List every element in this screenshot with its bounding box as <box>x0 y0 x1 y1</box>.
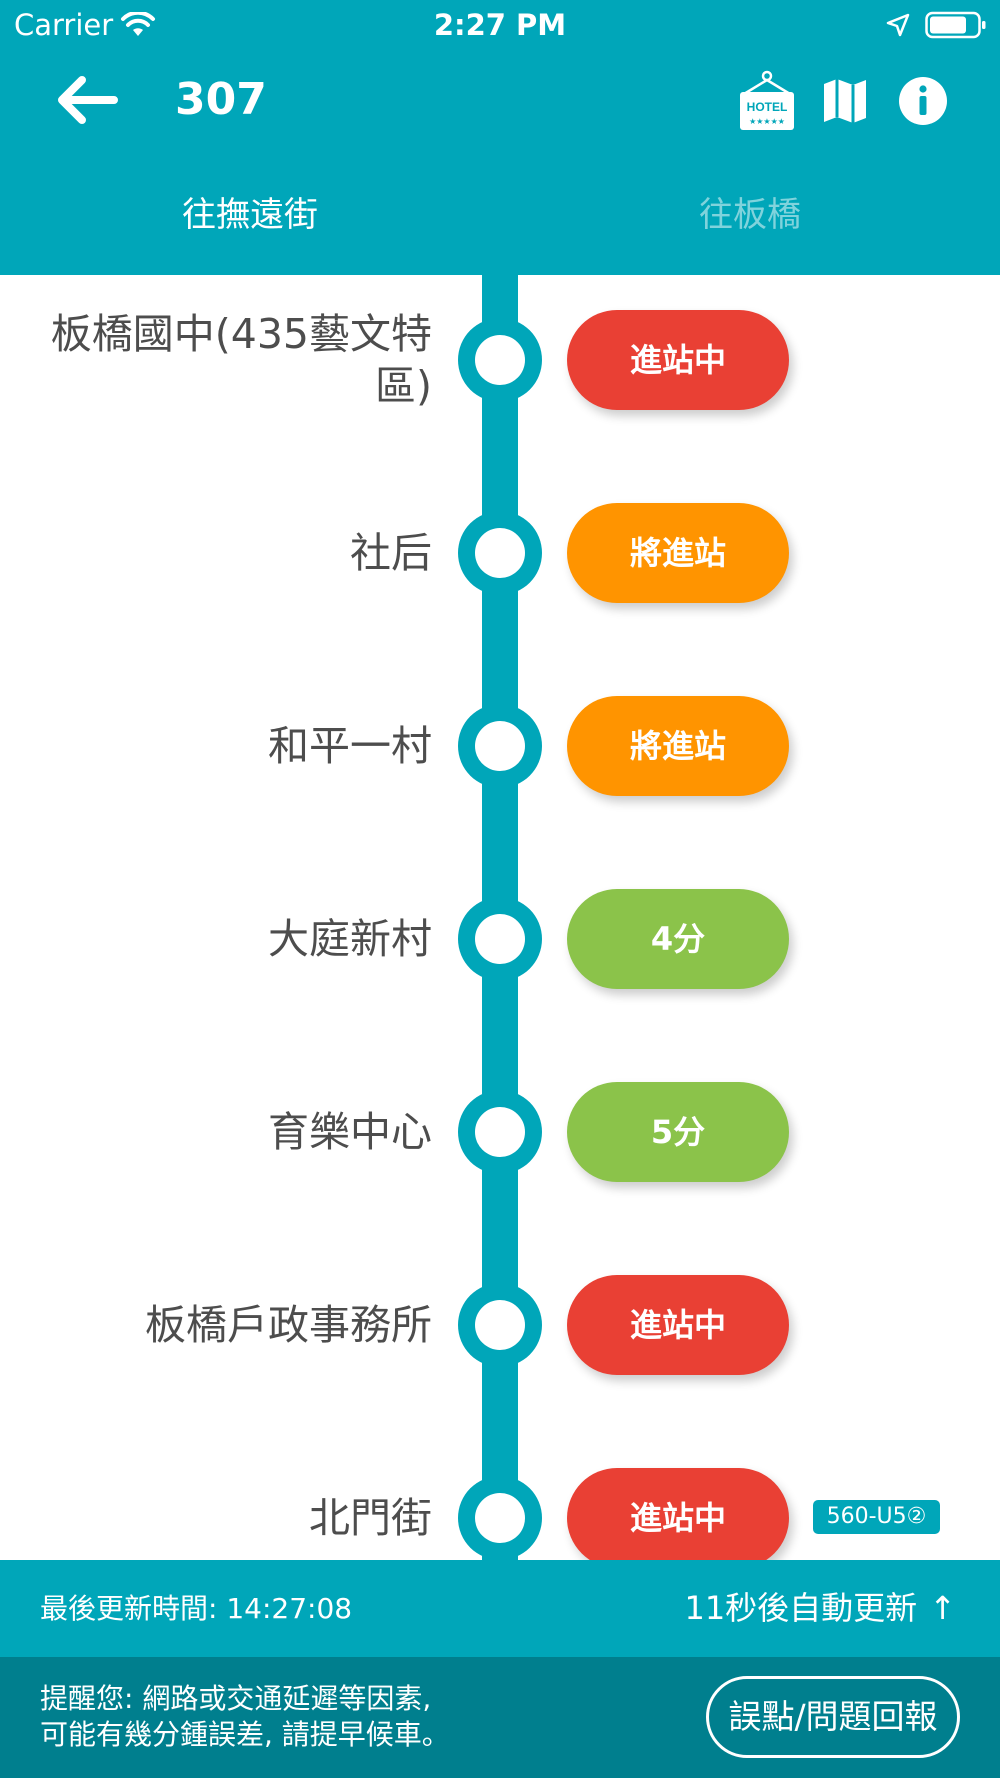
info-icon[interactable] <box>898 76 948 126</box>
stop-name: 板橋戶政事務所 <box>145 1301 432 1349</box>
stop-marker <box>458 511 542 595</box>
stop-name: 和平一村 <box>268 722 432 770</box>
list-item[interactable]: 和平一村 將進站 <box>0 686 1000 806</box>
report-issue-button[interactable]: 誤點/問題回報 <box>706 1676 960 1758</box>
back-button[interactable] <box>52 70 122 130</box>
stop-name: 北門街 <box>309 1494 432 1542</box>
eta-badge[interactable]: 進站中 <box>567 1468 789 1560</box>
battery-icon <box>925 11 986 39</box>
status-bar: Carrier 2:27 PM <box>0 0 1000 50</box>
eta-badge[interactable]: 將進站 <box>567 696 789 796</box>
direction-tabs: 往撫遠街 往板橋 <box>0 175 1000 255</box>
eta-badge[interactable]: 5分 <box>567 1082 789 1182</box>
notice-line-2: 可能有幾分鍾誤差, 請提早候車。 <box>40 1718 450 1751</box>
last-update-time: 14:27:08 <box>226 1592 353 1625</box>
stop-marker <box>458 704 542 788</box>
stop-marker <box>458 1090 542 1174</box>
list-item[interactable]: 北門街 進站中 560-U5② <box>0 1458 1000 1560</box>
tab-to-banqiao[interactable]: 往板橋 <box>699 195 801 235</box>
stop-name: 社后 <box>350 529 432 577</box>
hotel-stars: ★★★★★ <box>749 117 785 126</box>
last-update: 最後更新時間: 14:27:08 <box>40 1560 352 1657</box>
bus-plate-badge[interactable]: 560-U5② <box>813 1500 940 1534</box>
stop-marker <box>458 1476 542 1560</box>
nav-bar: 307 HOTEL ★★★★★ <box>0 50 1000 150</box>
header: Carrier 2:27 PM 307 HOTEL ★★★★★ <box>0 0 1000 275</box>
notice-text: 提醒您: 網路或交通延遲等因素, 可能有幾分鍾誤差, 請提早候車。 <box>40 1681 450 1753</box>
list-item[interactable]: 板橋國中(435藝文特區) 進站中 <box>0 300 1000 420</box>
eta-badge[interactable]: 進站中 <box>567 1275 789 1375</box>
hotel-icon[interactable]: HOTEL ★★★★★ <box>738 70 796 132</box>
list-item[interactable]: 育樂中心 5分 <box>0 1072 1000 1192</box>
list-item[interactable]: 板橋戶政事務所 進站中 <box>0 1265 1000 1385</box>
location-arrow-icon <box>886 13 910 37</box>
notice-line-1: 提醒您: 網路或交通延遲等因素, <box>40 1682 432 1715</box>
auto-refresh-countdown[interactable]: 11秒後自動更新 ↑ <box>684 1560 956 1657</box>
hotel-badge-text: HOTEL <box>747 100 788 114</box>
notice-bar: 提醒您: 網路或交通延遲等因素, 可能有幾分鍾誤差, 請提早候車。 誤點/問題回… <box>0 1657 1000 1778</box>
status-time: 2:27 PM <box>433 8 567 42</box>
stop-marker <box>458 1283 542 1367</box>
last-update-label: 最後更新時間: <box>40 1592 218 1625</box>
eta-badge[interactable]: 將進站 <box>567 503 789 603</box>
list-item[interactable]: 大庭新村 4分 <box>0 879 1000 999</box>
map-icon[interactable] <box>820 76 870 126</box>
route-stop-list[interactable]: 板橋國中(435藝文特區) 進站中 社后 將進站 和平一村 將進站 大庭新村 4… <box>0 275 1000 1560</box>
stop-marker <box>458 897 542 981</box>
tab-to-fuyuan-street[interactable]: 往撫遠街 <box>182 195 318 235</box>
eta-badge[interactable]: 進站中 <box>567 310 789 410</box>
arrow-up-icon: ↑ <box>929 1589 956 1627</box>
list-item[interactable]: 社后 將進站 <box>0 493 1000 613</box>
auto-refresh-label: 11秒後自動更新 <box>684 1589 918 1627</box>
carrier-label: Carrier <box>14 8 114 42</box>
update-bar: 最後更新時間: 14:27:08 11秒後自動更新 ↑ <box>0 1560 1000 1657</box>
stop-name: 大庭新村 <box>268 915 432 963</box>
eta-badge[interactable]: 4分 <box>567 889 789 989</box>
back-arrow-icon <box>58 76 118 124</box>
stop-marker <box>458 318 542 402</box>
stop-name: 育樂中心 <box>268 1108 432 1156</box>
route-title: 307 <box>175 74 267 125</box>
stop-name: 板橋國中(435藝文特區) <box>50 310 432 410</box>
wifi-icon <box>121 12 155 36</box>
